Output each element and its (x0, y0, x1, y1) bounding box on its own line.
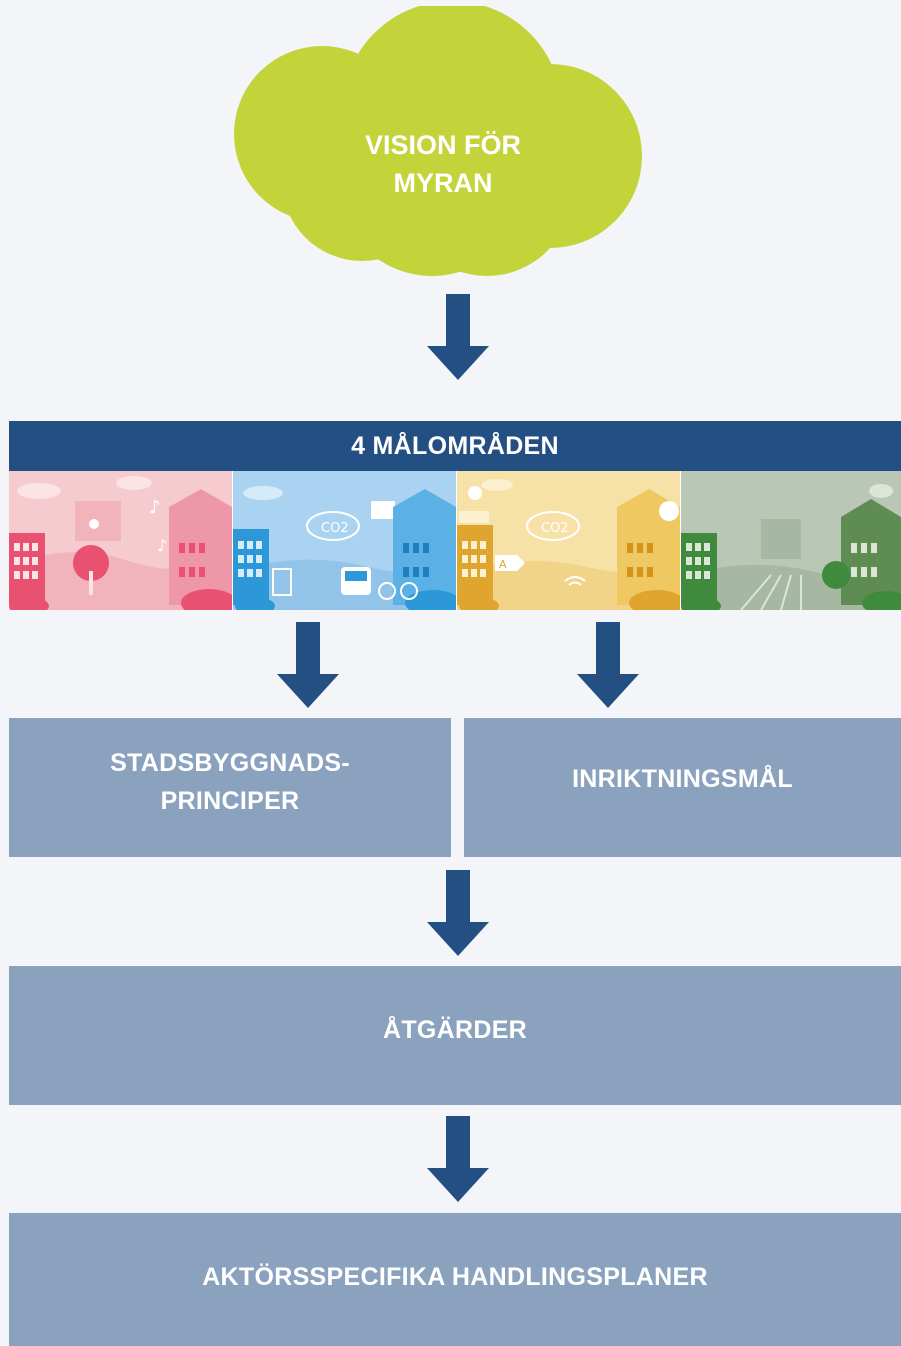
goal-panel-energy: CO2 A (457, 471, 685, 610)
principles-line-2: PRINCIPER (160, 786, 300, 815)
goal-panel-social: ♪ ♪ (9, 471, 237, 610)
goal-panel-mobility: CO2 (233, 471, 461, 610)
down-arrow-icon (427, 294, 489, 380)
svg-text:CO2: CO2 (321, 521, 349, 536)
goal-areas-illustration: ♪ ♪ CO2 CO2 (9, 471, 901, 610)
action-plans-label: AKTÖRSSPECIFIKA HANDLINGSPLANER (202, 1262, 708, 1291)
principles-line-1: STADSBYGGNADS- (110, 748, 350, 777)
principles-box: STADSBYGGNADS- PRINCIPER (9, 718, 451, 857)
vision-cloud (234, 6, 642, 276)
goal-areas-title: 4 MÅLOMRÅDEN (9, 421, 901, 471)
svg-text:♪: ♪ (157, 536, 167, 555)
direction-goals-box: INRIKTNINGSMÅL (464, 718, 901, 857)
down-arrow-icon (577, 622, 639, 708)
action-plans-box: AKTÖRSSPECIFIKA HANDLINGSPLANER (9, 1213, 901, 1346)
measures-box: ÅTGÄRDER (9, 966, 901, 1105)
direction-goals-label: INRIKTNINGSMÅL (572, 764, 793, 793)
svg-text:CO2: CO2 (541, 521, 569, 536)
measures-label: ÅTGÄRDER (382, 1015, 528, 1044)
vision-line-1: VISION FÖR (364, 130, 521, 160)
down-arrow-icon (277, 622, 339, 708)
goal-panel-nature (681, 471, 901, 610)
vision-title: VISION FÖR MYRAN (330, 126, 556, 202)
svg-text:♪: ♪ (149, 497, 161, 518)
svg-text:A: A (499, 558, 507, 571)
down-arrow-icon (427, 870, 489, 956)
vision-line-2: MYRAN (393, 168, 493, 198)
down-arrow-icon (427, 1116, 489, 1202)
